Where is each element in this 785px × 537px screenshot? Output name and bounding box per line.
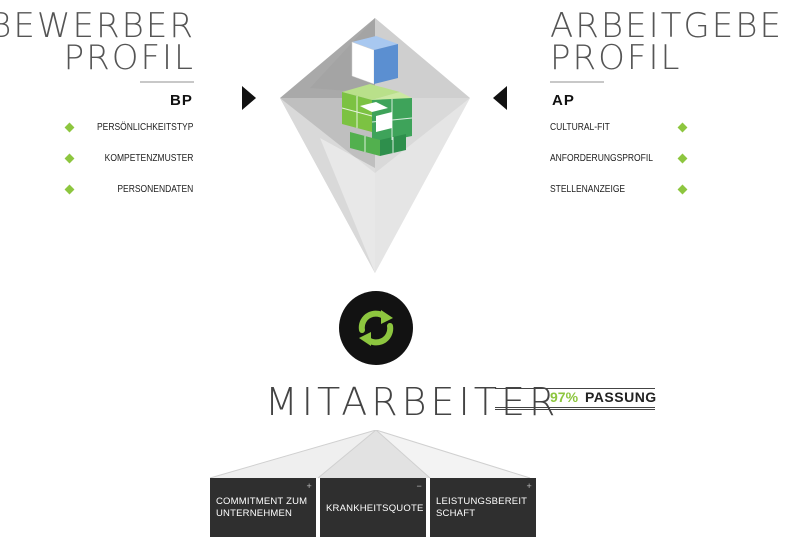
right-title-line-2: PROFIL [550, 38, 682, 78]
left-item-2: KOMPETENZMUSTER [104, 153, 193, 164]
sync-arrows-icon [358, 310, 394, 346]
left-bullet-1 [64, 122, 75, 133]
right-code: AP [552, 92, 575, 109]
cycle-circle [339, 291, 413, 365]
left-item-1: PERSÖNLICHKEITSTYP [96, 122, 193, 133]
outcome-marker-2: − [416, 481, 422, 491]
left-bullet-2 [64, 153, 75, 164]
right-item-1: CULTURAL-FIT [550, 122, 610, 133]
right-title-line-1: ARBEITGEBER [550, 6, 785, 46]
right-title-rule [550, 81, 604, 83]
outcome-box-2: − KRANKHEITSQUOTE [320, 478, 426, 537]
left-title-rule [140, 81, 194, 83]
outcome-label-1: COMMITMENT ZUM UNTERNEHMEN [216, 496, 308, 519]
outcome-box-3: + LEISTUNGSBEREIT SCHAFT [430, 478, 536, 537]
passung-underline [495, 409, 655, 410]
outcome-marker-3: + [526, 481, 532, 491]
outcome-label-3: LEISTUNGSBEREIT SCHAFT [436, 496, 527, 519]
right-bullet-1 [677, 122, 688, 133]
triangle-right-icon [242, 86, 256, 110]
left-bullet-3 [64, 184, 75, 195]
passung-label: PASSUNG [585, 389, 657, 405]
outcome-box-1: + COMMITMENT ZUM UNTERNEHMEN [210, 478, 316, 537]
right-bullet-2 [677, 153, 688, 164]
outcome-label-2: KRANKHEITSQUOTE [326, 503, 424, 514]
passung-frame [495, 388, 655, 408]
left-code: BP [170, 92, 193, 109]
result-title: MITARBEITER [265, 380, 560, 424]
left-title-line-2: PROFIL [63, 38, 195, 78]
left-title-line-1: BEWERBER [0, 6, 195, 46]
right-item-2: ANFORDERUNGSPROFIL [550, 153, 653, 164]
triangle-left-icon [493, 86, 507, 110]
outcome-marker-1: + [306, 481, 312, 491]
passung-percent: 97% [550, 389, 579, 405]
right-item-3: STELLENANZEIGE [550, 184, 626, 195]
cube-stack-icon [341, 36, 413, 156]
left-item-3: PERSONENDATEN [117, 184, 193, 195]
fan-connector [209, 430, 531, 479]
right-bullet-3 [677, 184, 688, 195]
